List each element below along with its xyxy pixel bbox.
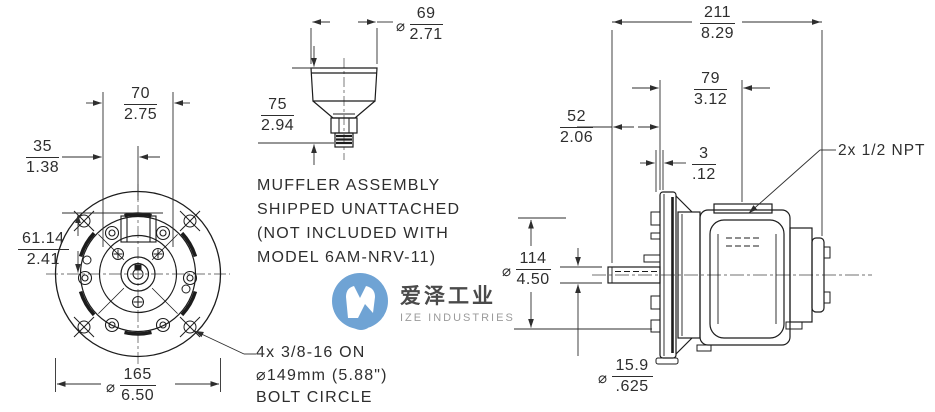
dim-mm-value: 211 bbox=[700, 4, 736, 24]
dim-mm-value: 61.14 bbox=[18, 230, 69, 250]
mounting-flange bbox=[650, 191, 679, 365]
dim-inch-value: 6.50 bbox=[121, 387, 155, 404]
dim-mm-value: 75 bbox=[261, 96, 295, 116]
dim-inch-value: 3.12 bbox=[694, 91, 728, 108]
dim-mm-value: 79 bbox=[694, 70, 728, 90]
phillips-screws bbox=[112, 248, 164, 308]
muffler-note: MUFFLER ASSEMBLY SHIPPED UNATTACHED (NOT… bbox=[257, 174, 460, 270]
dim-shaft-diameter: ⌀ 15.9.625 bbox=[598, 357, 653, 396]
diameter-symbol: ⌀ bbox=[106, 378, 116, 396]
bolt-circle-note-line: ⌀149mm (5.88") bbox=[256, 366, 388, 384]
side-view-dimensions bbox=[514, 19, 836, 356]
dim-mm-value: 52 bbox=[560, 108, 594, 128]
dim-inch-value: 2.94 bbox=[261, 117, 295, 134]
shaft-end bbox=[120, 256, 156, 292]
side-view bbox=[592, 191, 872, 365]
muffler-assembly bbox=[310, 58, 378, 160]
diameter-symbol: ⌀ bbox=[502, 262, 512, 280]
watermark-company-en: IZE INDUSTRIES bbox=[400, 312, 515, 324]
muffler-note-line: MODEL 6AM-NRV-11) bbox=[257, 249, 437, 266]
dim-inch-value: 2.75 bbox=[124, 106, 158, 123]
front-view bbox=[46, 184, 230, 366]
watermark-text: 爱泽工业 IZE INDUSTRIES bbox=[400, 280, 515, 324]
mounting-bolt-holes bbox=[73, 210, 201, 338]
npt-ports-label: 2x 1/2 NPT bbox=[838, 142, 926, 159]
dim-mm-value: 70 bbox=[124, 85, 158, 105]
dim-mm-value: 15.9 bbox=[611, 357, 653, 377]
dim-mm-value: 69 bbox=[409, 5, 443, 25]
dim-mm-value: 3 bbox=[692, 145, 716, 165]
dim-inch-value: 4.50 bbox=[516, 271, 550, 288]
watermark-company-cn: 爱泽工业 bbox=[400, 285, 496, 308]
bolt-circle-note-line: BOLT CIRCLE bbox=[256, 389, 373, 406]
dim-mm-value: 35 bbox=[26, 138, 60, 158]
dim-inch-value: 8.29 bbox=[700, 25, 735, 42]
dim-mm-value: 165 bbox=[119, 366, 156, 386]
dim-inch-value: .625 bbox=[615, 378, 649, 395]
dim-inch-value: 2.41 bbox=[26, 251, 60, 268]
dim-inch-value: 2.06 bbox=[560, 129, 594, 146]
muffler-dimensions bbox=[258, 19, 393, 165]
top-port-boss bbox=[120, 215, 157, 243]
diameter-symbol: ⌀ bbox=[598, 369, 608, 387]
rear-end-cap bbox=[785, 227, 831, 330]
muffler-note-line: SHIPPED UNATTACHED bbox=[257, 201, 461, 218]
front-view-dimensions bbox=[55, 92, 256, 392]
dim-mm-value: 114 bbox=[515, 250, 551, 270]
motor-body bbox=[696, 203, 791, 352]
diameter-symbol: ⌀ bbox=[396, 17, 406, 35]
npt-port-boss bbox=[713, 203, 773, 214]
dim-flange-lip: 3.12 bbox=[688, 145, 716, 184]
muffler-note-line: MUFFLER ASSEMBLY bbox=[257, 177, 441, 194]
bolt-circle-note-line: 4x 3/8-16 ON bbox=[256, 344, 366, 361]
muffler-note-line: (NOT INCLUDED WITH bbox=[257, 225, 449, 242]
dim-inch-value: 2.71 bbox=[409, 26, 443, 43]
watermark: 爱泽工业 IZE INDUSTRIES bbox=[330, 270, 520, 334]
ize-logo-icon bbox=[332, 273, 388, 330]
thread-lines bbox=[336, 134, 352, 145]
dim-inch-value: .12 bbox=[692, 166, 716, 183]
dim-inch-value: 1.38 bbox=[26, 159, 60, 176]
cap-screw-holes bbox=[77, 225, 198, 333]
bolt-circle-note: 4x 3/8-16 ON ⌀149mm (5.88") BOLT CIRCLE bbox=[256, 341, 388, 409]
